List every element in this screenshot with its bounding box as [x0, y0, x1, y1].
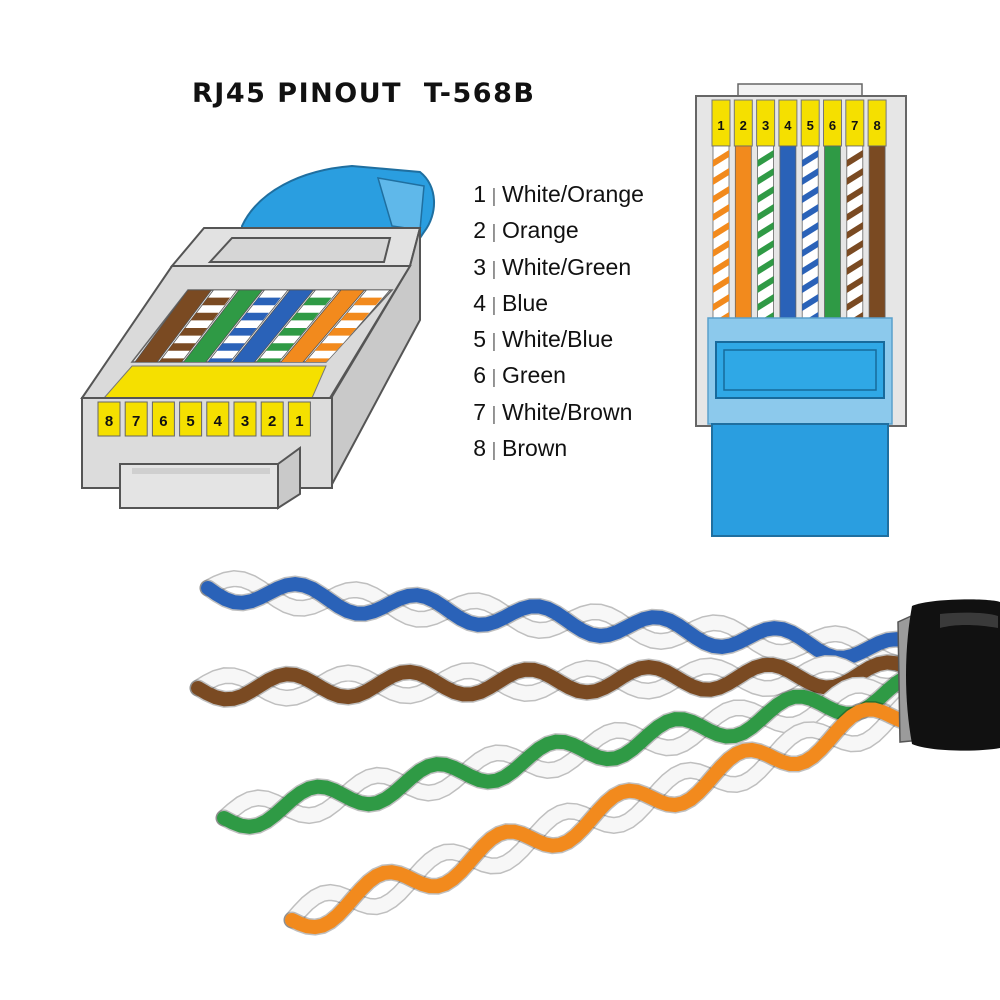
twisted-pair-1 — [199, 570, 914, 672]
svg-text:8: 8 — [873, 118, 880, 133]
plug-wire-4 — [228, 290, 315, 362]
svg-text:2: 2 — [740, 118, 747, 133]
front-wire-5 — [801, 145, 819, 320]
svg-text:6: 6 — [159, 413, 167, 430]
pinout-legend: 1|White/Orange 2|Orange 3|White/Green 4|… — [468, 176, 644, 466]
legend-item: 2|Orange — [473, 217, 579, 244]
plug-wire-5 — [203, 290, 289, 362]
svg-text:4: 4 — [784, 118, 792, 133]
plug-contact-2: 2 — [260, 401, 284, 437]
plug-wire-1 — [300, 290, 391, 362]
diagram-title: RJ45 PINOUT T-568B — [192, 78, 536, 109]
front-wire-1 — [712, 145, 730, 320]
svg-text:7: 7 — [132, 413, 140, 430]
twisted-pair-4 — [283, 693, 914, 936]
plug-contact-8: 8 — [97, 401, 121, 437]
twisted-pair-3 — [215, 669, 914, 836]
front-boot — [711, 423, 889, 537]
legend-item: 3|White/Green — [473, 253, 632, 280]
svg-text:2: 2 — [268, 413, 276, 430]
plug-contact-4: 4 — [206, 401, 230, 437]
plug-wire-6 — [179, 290, 264, 362]
svg-text:3: 3 — [762, 118, 769, 133]
svg-text:7: 7 — [851, 118, 858, 133]
legend-item: 4|Blue — [473, 289, 549, 316]
svg-text:1: 1 — [717, 118, 724, 133]
legend-item: 5|White/Blue — [473, 326, 614, 353]
legend-item: 6|Green — [473, 362, 566, 389]
front-contact-6: 6 — [823, 99, 842, 147]
plug-wire-3 — [252, 290, 340, 362]
plug-contact-5: 5 — [179, 401, 203, 437]
legend-item: 1|White/Orange — [473, 181, 644, 207]
plug-contact-6: 6 — [151, 401, 175, 437]
front-wire-7 — [846, 145, 864, 320]
front-contact-5: 5 — [800, 99, 820, 147]
plug-contact-1: 1 — [287, 401, 311, 437]
svg-text:4: 4 — [214, 413, 223, 430]
front-wire-3 — [757, 145, 774, 320]
plug-contact-3: 3 — [233, 401, 257, 437]
legend-item: 7|White/Brown — [473, 398, 633, 425]
plug-wire-8 — [132, 290, 213, 362]
twisted-pair-2 — [189, 653, 914, 708]
plug-contact-7: 7 — [124, 401, 148, 437]
plug-wire-7 — [155, 290, 238, 362]
plug-wire-2 — [276, 290, 366, 362]
cable-jacket — [906, 599, 1000, 751]
svg-text:8: 8 — [105, 413, 113, 430]
svg-text:1: 1 — [295, 413, 303, 430]
legend-item: 8|Brown — [473, 435, 568, 462]
svg-text:3: 3 — [241, 413, 249, 430]
svg-text:5: 5 — [807, 118, 814, 133]
svg-text:6: 6 — [829, 118, 836, 133]
svg-text:5: 5 — [186, 413, 194, 430]
